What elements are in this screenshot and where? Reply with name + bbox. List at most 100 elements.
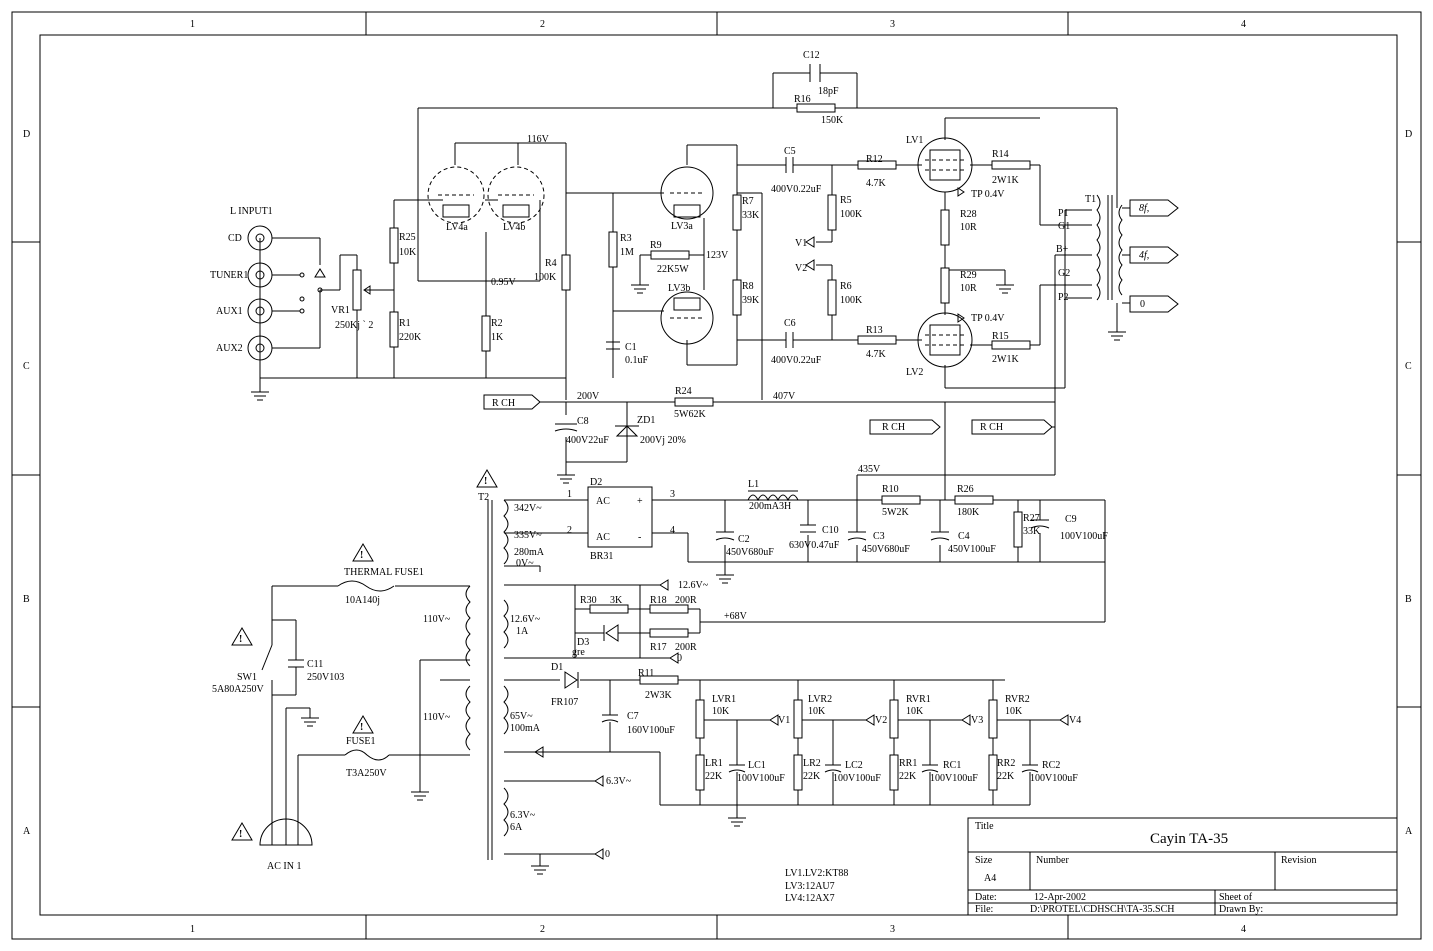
label: 5W2K [882, 507, 909, 518]
label: 100V100uF [1030, 773, 1078, 784]
label: R1 [399, 318, 411, 329]
label: R30 [580, 595, 597, 606]
resistor-r3 [608, 231, 618, 268]
label: RR1 [899, 758, 917, 769]
label: R13 [866, 325, 883, 336]
label: R12 [866, 154, 883, 165]
label: R14 [992, 149, 1009, 160]
resistor-r26 [954, 495, 994, 505]
note-line: LV4:12AX7 [785, 893, 835, 904]
label: C6 [784, 318, 796, 329]
label: 6.3V~ [606, 776, 632, 787]
resistor-lr2 [793, 754, 803, 791]
col-label-1: 1 [190, 19, 195, 30]
file-value: D:\PROTEL\CDHSCH\TA-35.SCH [1030, 904, 1175, 915]
label: R6 [840, 281, 852, 292]
power-supply-wiring [259, 474, 1106, 875]
label: P1 [1058, 208, 1069, 219]
label: T2 [478, 492, 489, 503]
label: 2W1K [992, 175, 1019, 186]
potentiometer-rvr2 [988, 699, 998, 739]
label: 450V100uF [948, 544, 996, 555]
component-labels: C12 18pF R16 150K 116V C5 400V0.22uF R12… [210, 50, 1149, 872]
label: R CH [882, 422, 905, 433]
label: 4.7K [866, 178, 887, 189]
label: 450V680uF [726, 547, 774, 558]
label: AUX1 [216, 306, 243, 317]
label: 100K [534, 272, 557, 283]
resistor-r27 [1013, 511, 1023, 548]
size-value: A4 [984, 873, 996, 884]
label: V1 [795, 238, 807, 249]
label: C10 [822, 525, 839, 536]
label: 100V100uF [737, 773, 785, 784]
resistor-r5 [827, 194, 837, 231]
label: LV3a [671, 221, 693, 232]
col-label-2-bottom: 2 [540, 924, 545, 935]
row-label-a: A [23, 826, 31, 837]
label: 39K [742, 295, 760, 306]
tube-lv1 [917, 137, 973, 193]
resistor-r29 [940, 267, 950, 304]
label: R CH [492, 398, 515, 409]
tube-lv4b [487, 166, 545, 224]
row-label-d: D [23, 129, 30, 140]
resistor-r1 [389, 311, 399, 348]
label: FR107 [551, 697, 578, 708]
row-label-b: B [23, 594, 30, 605]
label: 33K [742, 210, 760, 221]
label: 6A [510, 822, 523, 833]
date-label: Date: [975, 892, 997, 903]
resistor-r10 [881, 495, 921, 505]
label: LC2 [845, 760, 863, 771]
label: C4 [958, 531, 970, 542]
label: 2 [567, 525, 572, 536]
label: R7 [742, 196, 754, 207]
resistor-r15 [991, 340, 1031, 350]
col-label-3: 3 [890, 19, 895, 30]
label: 5W62K [674, 409, 706, 420]
label: LVR1 [712, 694, 736, 705]
label: 630V0.47uF [789, 540, 840, 551]
label: 33K [1023, 526, 1041, 537]
label: P2 [1058, 292, 1069, 303]
col-label-4: 4 [1241, 19, 1246, 30]
label: 0 [677, 653, 682, 664]
label: LV3b [668, 283, 690, 294]
label: 10K [1005, 706, 1023, 717]
label: CD [228, 233, 242, 244]
resistors [389, 160, 1031, 407]
label: V1 [778, 715, 790, 726]
label: R3 [620, 233, 632, 244]
label: RC1 [943, 760, 961, 771]
drawing-frame: 1 2 3 4 1 2 3 4 D C B A D C B A [11, 11, 1422, 940]
label: TP 0.4V [971, 313, 1005, 324]
label: R10 [882, 484, 899, 495]
resistor-r8 [732, 279, 742, 316]
file-label: File: [975, 904, 993, 915]
label: 22K5W [657, 264, 689, 275]
label: 4.7K [866, 349, 887, 360]
label: VR1 [331, 305, 350, 316]
label: 10K [906, 706, 924, 717]
label: TUNER1 [210, 270, 248, 281]
label: 1A [516, 626, 529, 637]
number-label: Number [1036, 855, 1069, 866]
label: 0V~ [516, 558, 534, 569]
label: SW1 [237, 672, 257, 683]
label: 123V [706, 250, 729, 261]
row-label-d-right: D [1405, 129, 1412, 140]
resistor-rr2 [988, 754, 998, 791]
label: 200R [675, 595, 697, 606]
label: 100V100uF [833, 773, 881, 784]
label: 450V680uF [862, 544, 910, 555]
svg-text:!: ! [239, 634, 242, 645]
row-label-b-right: B [1405, 594, 1412, 605]
label: LC1 [748, 760, 766, 771]
row-label-c: C [23, 361, 30, 372]
resistor-rr1 [889, 754, 899, 791]
label: D2 [590, 477, 602, 488]
label: +68V [724, 611, 748, 622]
label: R17 [650, 642, 667, 653]
label: 3K [610, 595, 623, 606]
